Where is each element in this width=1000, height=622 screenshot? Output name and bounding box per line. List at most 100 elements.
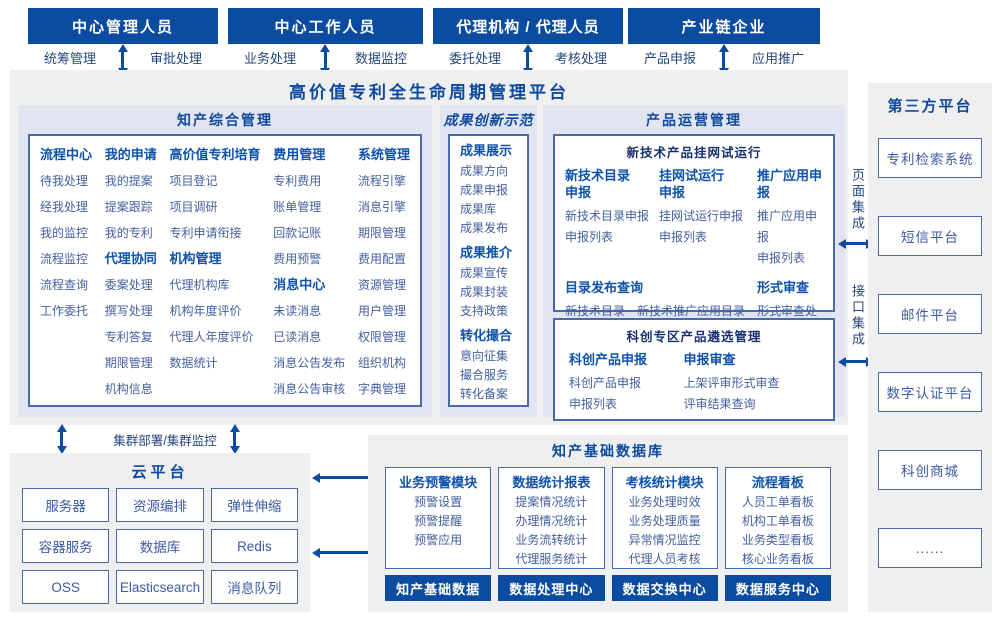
cloud-service-item: 容器服务 [22, 529, 110, 563]
db-module-box: 数据统计报表提案情况统计办理情况统计业务流转统计代理服务统计 [498, 467, 605, 569]
third-party-item: 专利检索系统 [878, 138, 982, 178]
feature-group: 新技术目录 申报新技术目录申报申报列表 [565, 167, 653, 269]
menu-item: 流程引擎 [357, 174, 406, 188]
feature-item: 新技术目录申报 [565, 209, 650, 223]
db-layer-bar: 数据交换中心 [611, 575, 718, 601]
menu-item: 未读消息 [273, 304, 322, 318]
db-module: 数据统计报表提案情况统计办理情况统计业务流转统计代理服务统计数据处理中心 [498, 467, 605, 601]
menu-item: 成果申报 [460, 183, 509, 197]
menu-item: 已读消息 [273, 330, 322, 344]
db-layer-bar: 数据处理中心 [498, 575, 605, 601]
trial-operation-panel: 新技术产品挂网试运行 新技术目录 申报新技术目录申报申报列表挂网试运行 申报挂网… [553, 134, 835, 381]
db-layer-bar: 数据服务中心 [724, 575, 831, 601]
subpanel-title: 科创专区产品遴选管理 [626, 330, 762, 344]
feature-group-header: 挂网试运行 申报 [659, 168, 725, 200]
menu-item: 经我处理 [40, 200, 89, 214]
v-double-arrow-icon [526, 52, 529, 68]
menu-item: 意向征集 [460, 349, 509, 363]
menu-item: 撮合服务 [460, 368, 509, 382]
v-double-arrow-icon [323, 52, 327, 68]
feature-item: 申报列表 [659, 230, 708, 244]
menu-item: 流程查询 [40, 278, 89, 292]
feature-item: 申报列表 [569, 397, 618, 411]
menu-item: 撰写处理 [104, 304, 153, 318]
cloud-platform-title: 云平台 [131, 464, 189, 481]
menu-item: 项目调研 [169, 200, 218, 214]
third-party-item: 数字认证平台 [878, 372, 982, 412]
menu-item: 专利申请衔接 [169, 226, 242, 240]
section-title: 知产综合管理 [177, 112, 273, 128]
db-module-item: 业务类型看板 [741, 533, 814, 547]
db-module-item: 办理情况统计 [515, 514, 588, 528]
db-module-item: 业务流转统计 [515, 533, 588, 547]
third-party-panel: 第三方平台 专利检索系统短信平台邮件平台数字认证平台科创商城...... [868, 83, 992, 612]
menu-item: 待我处理 [40, 174, 89, 188]
db-module-item: 代理人员考核 [628, 552, 701, 566]
v-double-arrow-icon [60, 432, 63, 446]
menu-item: 权限管理 [357, 330, 406, 344]
third-party-item: 短信平台 [878, 216, 982, 256]
menu-group-header: 消息中心 [273, 277, 326, 292]
cloud-service-item: 弹性伸缩 [210, 488, 298, 522]
menu-column: 费用管理专利费用账单管理回款记账费用预警消息中心未读消息已读消息消息公告发布消息… [273, 142, 345, 399]
menu-item: 提案跟踪 [104, 200, 153, 214]
v-double-arrow-icon [121, 52, 124, 68]
menu-item: 成果发布 [460, 221, 509, 235]
menu-item: 项目登记 [169, 174, 218, 188]
menu-item: 委案处理 [104, 278, 153, 292]
menu-item: 费用配置 [357, 252, 406, 266]
db-module-item: 预警提醒 [414, 514, 463, 528]
db-module-row: 业务预警模块预警设置预警提醒预警应用知产基础数据数据统计报表提案情况统计办理情况… [385, 467, 831, 601]
feature-item: 挂网试运行申报 [659, 209, 744, 223]
third-party-title: 第三方平台 [887, 98, 973, 115]
menu-item: 成果库 [460, 202, 497, 216]
interface-integration-label: 接口集成 [850, 284, 865, 348]
feature-group-header: 申报审查 [683, 352, 736, 367]
product-selection-panel: 科创专区产品遴选管理 科创产品申报科创产品申报申报列表申报审查上架评审形式审查评… [553, 318, 835, 421]
feature-group-header: 科创产品申报 [569, 352, 648, 367]
menu-column: 高价值专利培育项目登记项目调研专利申请衔接机构管理代理机构库机构年度评价代理人年… [169, 142, 260, 399]
h-double-arrow-icon [846, 242, 866, 245]
menu-item: 资源管理 [357, 278, 406, 292]
menu-item: 消息公告审核 [273, 382, 346, 396]
cloud-service-item: 资源编排 [116, 488, 204, 522]
db-layer-bar: 知产基础数据 [385, 575, 492, 601]
menu-item: 工作委托 [40, 304, 89, 318]
db-module: 流程看板人员工单看板机构工单看板业务类型看板核心业务看板数据服务中心 [724, 467, 831, 601]
feature-group-header: 新技术目录 申报 [565, 168, 631, 200]
menu-item: 数据统计 [169, 356, 218, 370]
role-action-label: 考核处理 [554, 50, 607, 66]
section-ip-management: 知产综合管理 流程中心待我处理经我处理我的监控流程监控流程查询工作委托 我的申请… [18, 105, 432, 417]
menu-item: 成果方向 [460, 164, 509, 178]
db-module-item: 人员工单看板 [741, 495, 814, 509]
menu-item: 回款记账 [273, 226, 322, 240]
db-module-item: 提案情况统计 [515, 495, 588, 509]
feature-group-header: 目录发布查询 [565, 280, 644, 295]
menu-item: 我的专利 [104, 226, 153, 240]
section-product-operation: 产品运营管理 新技术产品挂网试运行 新技术目录 申报新技术目录申报申报列表挂网试… [543, 105, 845, 421]
third-party-item: 科创商城 [878, 450, 982, 490]
v-double-arrow-icon [233, 432, 236, 446]
user-group-agents: 代理机构 / 代理人员 委托处理 考核处理 [433, 8, 623, 70]
db-module-header: 数据统计报表 [512, 475, 591, 490]
achievement-panel: 成果展示成果方向成果申报成果库成果发布成果推介成果宣传成果封装支持政策转化撮合意… [448, 134, 529, 407]
menu-item: 期限管理 [104, 356, 153, 370]
menu-item: 我的提案 [104, 174, 153, 188]
menu-item: 机构年度评价 [169, 304, 242, 318]
menu-group-header: 高价值专利培育 [169, 147, 261, 162]
db-module-item: 机构工单看板 [741, 514, 814, 528]
feature-group: 申报审查上架评审形式审查评审结果查询 [683, 351, 819, 415]
menu-item: 代理人年度评价 [169, 330, 254, 344]
group-grid: 科创产品申报科创产品申报申报列表申报审查上架评审形式审查评审结果查询 [555, 349, 833, 415]
menu-item: 成果宣传 [460, 266, 509, 280]
menu-item: 机构信息 [104, 382, 153, 396]
menu-item: 流程监控 [40, 252, 89, 266]
menu-item: 成果封装 [460, 285, 509, 299]
db-module-item: 预警设置 [414, 495, 463, 509]
feature-group-header: 推广应用申报 [757, 168, 823, 200]
menu-item: 代理机构库 [169, 278, 230, 292]
user-group-title: 中心管理人员 [28, 8, 218, 44]
menu-column: 流程中心待我处理经我处理我的监控流程监控流程查询工作委托 [40, 142, 92, 399]
